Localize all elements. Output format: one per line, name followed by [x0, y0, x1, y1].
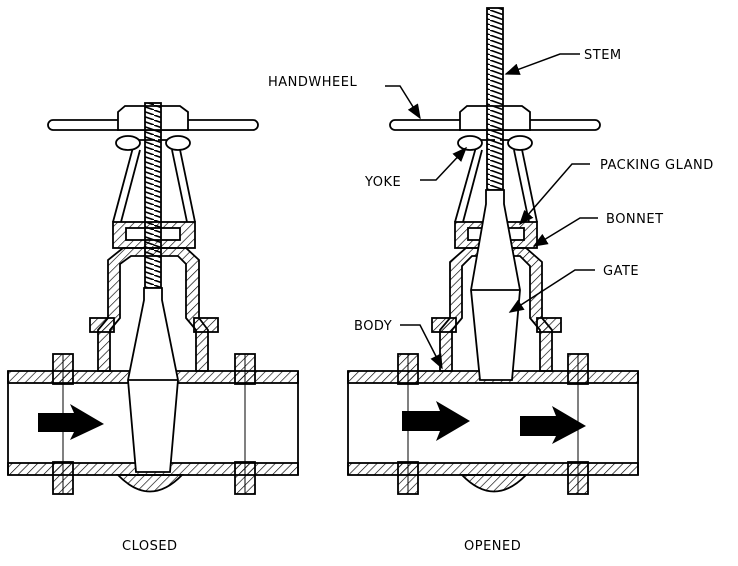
label-gate: GATE — [603, 264, 639, 279]
closed-valve — [7, 102, 299, 495]
label-packing-gland: PACKING GLAND — [600, 158, 714, 173]
label-stem: STEM — [584, 48, 622, 63]
label-yoke: YOKE — [364, 175, 401, 190]
closed-gate — [127, 287, 179, 473]
caption-opened: OPENED — [464, 539, 521, 554]
opened-gate — [470, 189, 521, 381]
opened-valve — [347, 7, 639, 495]
label-bonnet: BONNET — [606, 212, 664, 227]
label-handwheel: HANDWHEEL — [268, 75, 357, 90]
part-labels: STEM HANDWHEEL YOKE PACKING GLAND BONNET… — [268, 48, 714, 334]
closed-flow-arrow — [38, 404, 104, 440]
closed-stem — [144, 102, 162, 289]
caption-closed: CLOSED — [122, 539, 178, 554]
opened-flow-arrows — [402, 401, 586, 444]
body-leader — [400, 324, 443, 370]
bonnet-leader — [532, 217, 598, 247]
captions: CLOSED OPENED — [122, 539, 521, 554]
gate-leader — [508, 269, 595, 313]
label-body: BODY — [354, 319, 392, 334]
leader-lines — [385, 53, 598, 370]
opened-stem — [486, 7, 504, 191]
stem-leader — [504, 53, 580, 75]
yoke-leader — [420, 146, 468, 181]
handwheel-leader — [385, 85, 421, 120]
packing-gland-leader — [519, 163, 590, 226]
